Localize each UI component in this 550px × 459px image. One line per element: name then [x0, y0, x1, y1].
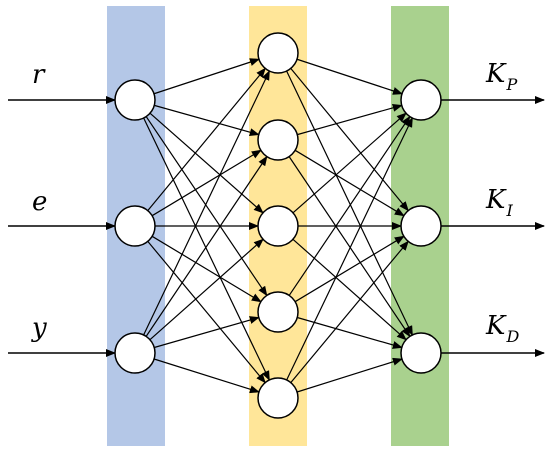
input-label-y: y — [31, 313, 47, 343]
connection-arrow-11 — [145, 155, 268, 337]
output-label-kp-main: K — [485, 59, 507, 89]
connection-arrow-28 — [290, 240, 409, 384]
connection-arrow-20 — [288, 156, 411, 338]
connection-arrow-24 — [288, 115, 411, 296]
connection-arrow-18 — [297, 103, 403, 136]
connection-arrow-2 — [149, 112, 264, 214]
hidden-node-4 — [257, 377, 299, 419]
output-label-ki-main: K — [485, 185, 507, 215]
output-label-kp-sub: P — [505, 75, 517, 94]
connection-arrow-19 — [294, 149, 405, 217]
input-label-e: e — [32, 187, 47, 217]
connection-arrow-23 — [292, 238, 407, 341]
connection-arrow-27 — [286, 117, 413, 381]
input-node-1 — [114, 205, 156, 247]
output-arrows — [441, 96, 545, 357]
connection-arrow-14 — [153, 358, 260, 394]
input-node-2 — [114, 332, 156, 374]
nodes — [114, 32, 442, 419]
output-label-kd-sub: D — [505, 327, 519, 346]
connection-arrow-13 — [154, 316, 260, 349]
connection-arrow-15 — [296, 58, 403, 95]
connection-arrow-8 — [151, 235, 262, 303]
connection-lines — [143, 58, 413, 394]
output-label-kp: KP — [485, 59, 517, 94]
input-arrows — [8, 96, 116, 357]
output-node-2 — [400, 332, 442, 374]
connection-arrow-3 — [145, 116, 268, 297]
output-label-ki-sub: I — [505, 201, 513, 220]
connection-arrow-5 — [147, 67, 266, 211]
input-label-r: r — [32, 60, 46, 90]
connection-arrow-17 — [286, 70, 413, 336]
connection-arrow-6 — [151, 149, 262, 217]
connection-arrow-21 — [292, 112, 407, 214]
connection-arrow-4 — [143, 117, 270, 381]
input-node-0 — [114, 79, 156, 121]
output-label-kd-main: K — [485, 311, 507, 341]
connection-arrow-29 — [296, 357, 403, 393]
connection-arrow-9 — [147, 240, 266, 384]
connection-arrow-0 — [153, 58, 260, 95]
connection-arrow-16 — [290, 68, 409, 212]
hidden-node-3 — [257, 291, 299, 333]
output-label-kd: KD — [485, 311, 519, 346]
hidden-node-2 — [257, 205, 299, 247]
hidden-node-0 — [257, 32, 299, 74]
output-label-ki: KI — [485, 185, 513, 220]
connection-arrow-25 — [294, 235, 405, 303]
connection-arrow-10 — [143, 70, 270, 336]
output-node-1 — [400, 205, 442, 247]
hidden-node-1 — [257, 119, 299, 161]
output-node-0 — [400, 79, 442, 121]
connection-arrow-12 — [149, 238, 264, 341]
